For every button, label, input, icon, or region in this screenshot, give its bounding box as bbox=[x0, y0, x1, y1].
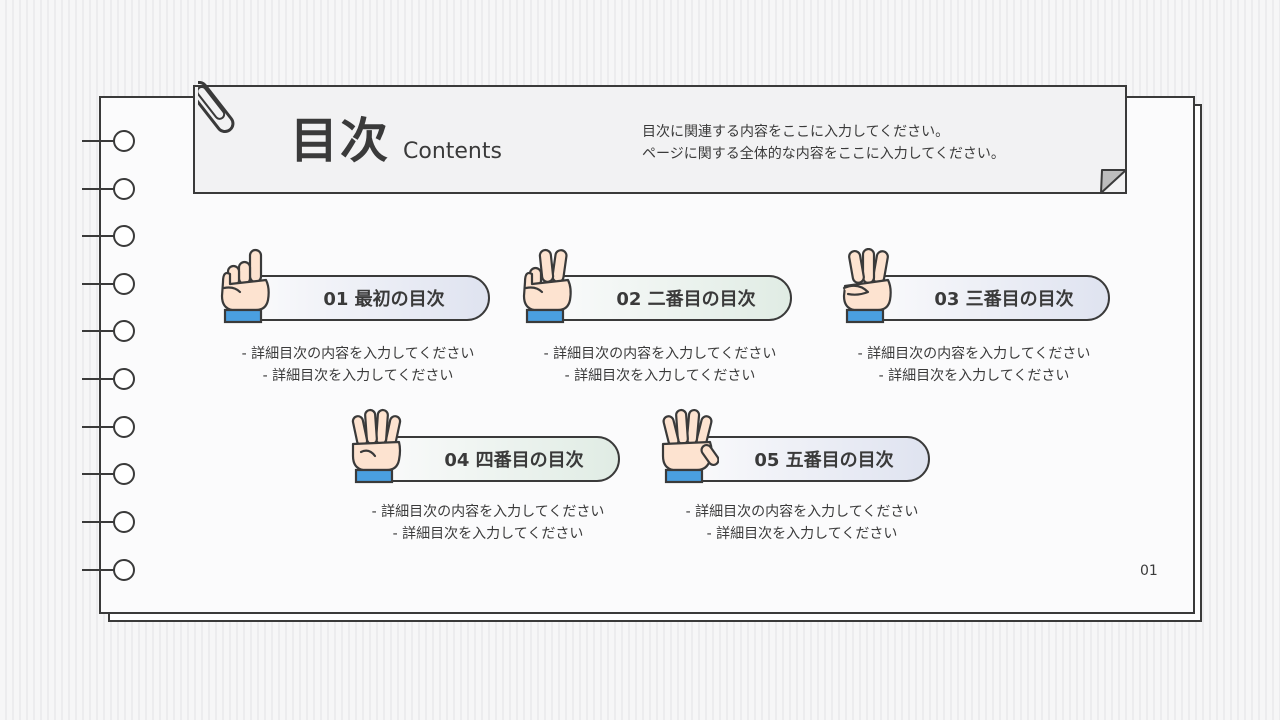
spiral-ring-icon bbox=[82, 319, 136, 343]
detail-line: - 詳細目次を入力してください bbox=[392, 526, 584, 542]
page-title: 目次 bbox=[290, 113, 391, 169]
toc-item-label[interactable]: 01 最初の目次 bbox=[238, 275, 490, 321]
toc-item-details: - 詳細目次の内容を入力してください - 詳細目次を入力してください bbox=[824, 343, 1124, 387]
spiral-ring-icon bbox=[82, 129, 136, 153]
detail-line: - 詳細目次を入力してください bbox=[706, 526, 898, 542]
hand-two-fingers-icon bbox=[522, 248, 572, 324]
detail-line: - 詳細目次を入力してください bbox=[564, 368, 756, 384]
hand-five-fingers-icon bbox=[661, 408, 719, 484]
toc-item-details: - 詳細目次の内容を入力してください - 詳細目次を入力してください bbox=[338, 501, 638, 545]
page-number: 01 bbox=[1140, 563, 1158, 579]
detail-line: - 詳細目次の内容を入力してください bbox=[241, 346, 475, 362]
toc-item-details: - 詳細目次の内容を入力してください - 詳細目次を入力してください bbox=[510, 343, 810, 387]
description-line: 目次に関連する内容をここに入力してください。 bbox=[642, 124, 950, 140]
detail-line: - 詳細目次の内容を入力してください bbox=[371, 504, 605, 520]
spiral-ring-icon bbox=[82, 510, 136, 534]
toc-item-label[interactable]: 04 四番目の目次 bbox=[368, 436, 620, 482]
spiral-ring-icon bbox=[82, 462, 136, 486]
detail-line: - 詳細目次を入力してください bbox=[878, 368, 1070, 384]
spiral-ring-icon bbox=[82, 558, 136, 582]
hand-one-finger-icon bbox=[220, 248, 270, 324]
spiral-ring-icon bbox=[82, 415, 136, 439]
hand-four-fingers-icon bbox=[351, 408, 402, 484]
toc-item-label[interactable]: 03 三番目の目次 bbox=[858, 275, 1110, 321]
toc-item-details: - 詳細目次の内容を入力してください - 詳細目次を入力してください bbox=[652, 501, 952, 545]
spiral-ring-icon bbox=[82, 224, 136, 248]
spiral-ring-icon bbox=[82, 367, 136, 391]
toc-item-details: - 詳細目次の内容を入力してください - 詳細目次を入力してください bbox=[208, 343, 508, 387]
header-banner bbox=[193, 85, 1127, 194]
folded-corner-icon bbox=[1100, 169, 1127, 194]
toc-item-label[interactable]: 05 五番目の目次 bbox=[678, 436, 930, 482]
detail-line: - 詳細目次の内容を入力してください bbox=[685, 504, 919, 520]
detail-line: - 詳細目次の内容を入力してください bbox=[543, 346, 777, 362]
spiral-ring-icon bbox=[82, 272, 136, 296]
detail-line: - 詳細目次を入力してください bbox=[262, 368, 454, 384]
page-subtitle: Contents bbox=[403, 139, 502, 164]
description-line: ページに関する全体的な内容をここに入力してください。 bbox=[642, 146, 1005, 162]
toc-item-label[interactable]: 02 二番目の目次 bbox=[540, 275, 792, 321]
paperclip-icon bbox=[198, 80, 235, 134]
spiral-ring-icon bbox=[82, 177, 136, 201]
header-description: 目次に関連する内容をここに入力してください。 ページに関する全体的な内容をここに… bbox=[642, 121, 1005, 165]
detail-line: - 詳細目次の内容を入力してください bbox=[857, 346, 1091, 362]
hand-three-fingers-icon bbox=[842, 248, 892, 324]
